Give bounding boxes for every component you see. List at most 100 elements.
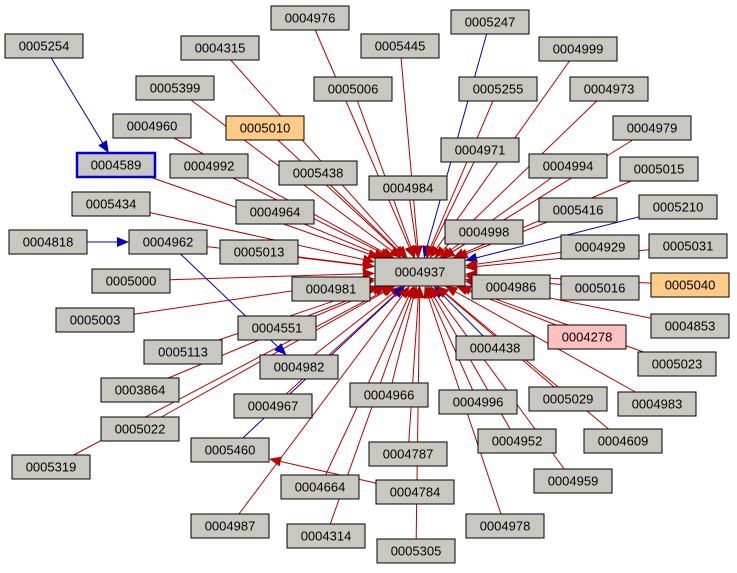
node-0004929[interactable]: 0004929 [560, 234, 640, 260]
node-label: 0004982 [274, 360, 325, 375]
node-0004818[interactable]: 0004818 [8, 229, 88, 255]
node-0004983[interactable]: 0004983 [617, 391, 697, 417]
node-0004984[interactable]: 0004984 [368, 175, 448, 201]
node-label: 0005029 [543, 392, 594, 407]
node-0005399[interactable]: 0005399 [135, 75, 215, 101]
node-0004664[interactable]: 0004664 [280, 474, 360, 500]
node-0005010[interactable]: 0005010 [225, 115, 305, 141]
node-box [538, 36, 618, 62]
node-0004987[interactable]: 0004987 [190, 513, 270, 539]
node-0005416[interactable]: 0005416 [538, 197, 618, 223]
edge-0005438-to-0004937 [330, 184, 398, 251]
node-0005445[interactable]: 0005445 [360, 33, 440, 59]
node-0004998[interactable]: 0004998 [444, 219, 524, 245]
node-0004784[interactable]: 0004784 [375, 479, 455, 505]
node-0005013[interactable]: 0005013 [219, 239, 299, 265]
node-0004937[interactable]: 0004937 [374, 257, 466, 287]
edge-0004996-to-0004937 [430, 296, 474, 391]
node-0004982[interactable]: 0004982 [259, 354, 339, 380]
node-label: 0004967 [248, 399, 299, 414]
edge-0005010-to-0004937 [277, 139, 397, 251]
node-0004278[interactable]: 0004278 [547, 324, 627, 350]
node-box [219, 239, 299, 265]
node-0004960[interactable]: 0004960 [112, 113, 192, 139]
node-0004976[interactable]: 0004976 [270, 5, 350, 31]
node-0005023[interactable]: 0005023 [637, 351, 717, 377]
node-0004986[interactable]: 0004986 [471, 274, 551, 300]
node-0005460[interactable]: 0005460 [190, 437, 270, 463]
node-0005255[interactable]: 0005255 [458, 76, 538, 102]
node-label: 0005305 [391, 544, 442, 559]
node-0004971[interactable]: 0004971 [440, 137, 520, 163]
node-0004314[interactable]: 0004314 [286, 523, 366, 549]
node-0005305[interactable]: 0005305 [376, 538, 456, 564]
node-0004992[interactable]: 0004992 [169, 153, 249, 179]
node-box [619, 156, 699, 182]
node-label: 0005434 [86, 197, 137, 212]
node-box [458, 76, 538, 102]
node-0005438[interactable]: 0005438 [278, 160, 358, 186]
node-label: 0004964 [250, 205, 301, 220]
node-0005015[interactable]: 0005015 [619, 156, 699, 182]
node-box [374, 257, 466, 287]
node-0004952[interactable]: 0004952 [477, 428, 557, 454]
node-0004438[interactable]: 0004438 [455, 335, 535, 361]
node-0004979[interactable]: 0004979 [612, 115, 692, 141]
node-0004967[interactable]: 0004967 [233, 393, 313, 419]
node-label: 0004853 [665, 319, 716, 334]
node-0005434[interactable]: 0005434 [71, 191, 151, 217]
node-label: 0004986 [486, 280, 537, 295]
node-0004551[interactable]: 0004551 [237, 315, 317, 341]
node-box [190, 437, 270, 463]
node-0003864[interactable]: 0003864 [100, 377, 180, 403]
node-label: 0004787 [383, 447, 434, 462]
node-0005254[interactable]: 0005254 [4, 33, 84, 59]
node-0005000[interactable]: 0005000 [91, 268, 171, 294]
arrowhead-0005319-to-0004937 [380, 286, 394, 297]
node-box [55, 307, 135, 333]
node-0004315[interactable]: 0004315 [180, 35, 260, 61]
arrowhead-0004973-to-0004937 [434, 246, 447, 258]
node-box [71, 191, 151, 217]
node-label: 0004952 [492, 434, 543, 449]
node-0005031[interactable]: 0005031 [648, 233, 728, 259]
node-0004966[interactable]: 0004966 [349, 382, 429, 408]
node-0004999[interactable]: 0004999 [538, 36, 618, 62]
node-0005247[interactable]: 0005247 [450, 9, 530, 35]
node-0005040[interactable]: 0005040 [650, 272, 730, 298]
node-0004962[interactable]: 0004962 [128, 229, 208, 255]
node-0005006[interactable]: 0005006 [313, 76, 393, 102]
node-0005016[interactable]: 0005016 [560, 275, 640, 301]
node-box [569, 76, 649, 102]
node-0004964[interactable]: 0004964 [235, 199, 315, 225]
node-0004994[interactable]: 0004994 [528, 153, 608, 179]
node-0004996[interactable]: 0004996 [438, 389, 518, 415]
arrowhead-0004964-to-0004937 [373, 248, 387, 259]
node-0004959[interactable]: 0004959 [533, 468, 613, 494]
node-0004589[interactable]: 0004589 [75, 151, 157, 179]
arrowhead-0005460-to-0004937 [392, 286, 406, 298]
node-label: 0004978 [480, 519, 531, 534]
node-0005319[interactable]: 0005319 [11, 454, 91, 480]
node-0005113[interactable]: 0005113 [143, 339, 223, 365]
node-box [465, 513, 545, 539]
edge-0004987-to-0004937 [238, 295, 403, 515]
node-0005210[interactable]: 0005210 [638, 194, 718, 220]
node-0005029[interactable]: 0005029 [528, 386, 608, 412]
node-0005003[interactable]: 0005003 [55, 307, 135, 333]
node-label: 0004998 [459, 225, 510, 240]
node-0004787[interactable]: 0004787 [368, 441, 448, 467]
edge-0004971-to-0004937 [431, 161, 475, 248]
node-label: 0004960 [127, 119, 178, 134]
node-0004978[interactable]: 0004978 [465, 513, 545, 539]
node-0004609[interactable]: 0004609 [583, 428, 663, 454]
edge-0004438-to-0004937 [441, 294, 484, 337]
node-0005022[interactable]: 0005022 [100, 416, 180, 442]
node-0004973[interactable]: 0004973 [569, 76, 649, 102]
node-0004853[interactable]: 0004853 [650, 313, 730, 339]
node-0004981[interactable]: 0004981 [291, 276, 371, 302]
node-label: 0004278 [562, 330, 613, 345]
node-label: 0004314 [301, 529, 352, 544]
node-label: 0004551 [252, 321, 303, 336]
node-label: 0004664 [295, 480, 346, 495]
